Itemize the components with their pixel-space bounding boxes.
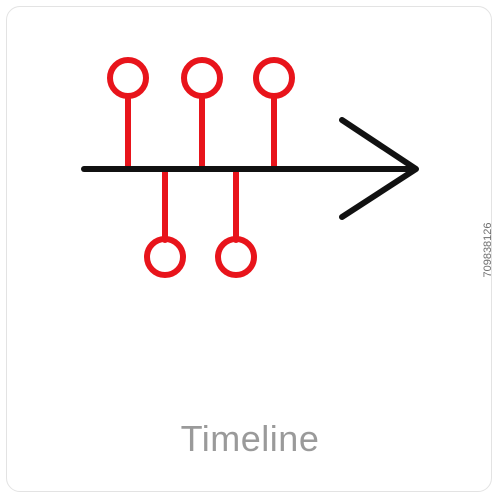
icon-caption: Timeline [180, 418, 320, 459]
arrow-head-icon [339, 117, 419, 220]
timeline-icon [81, 57, 419, 278]
marker-1-dot [107, 57, 149, 99]
stock-id-label: 709838126 [482, 222, 494, 278]
marker-5-dot [253, 57, 295, 99]
timeline-arrow [81, 117, 419, 220]
timeline-markers-bottom [144, 168, 257, 278]
marker-3-dot [181, 57, 223, 99]
marker-2-dot [144, 236, 186, 278]
marker-4-dot [215, 236, 257, 278]
timeline-markers-top [107, 57, 295, 170]
